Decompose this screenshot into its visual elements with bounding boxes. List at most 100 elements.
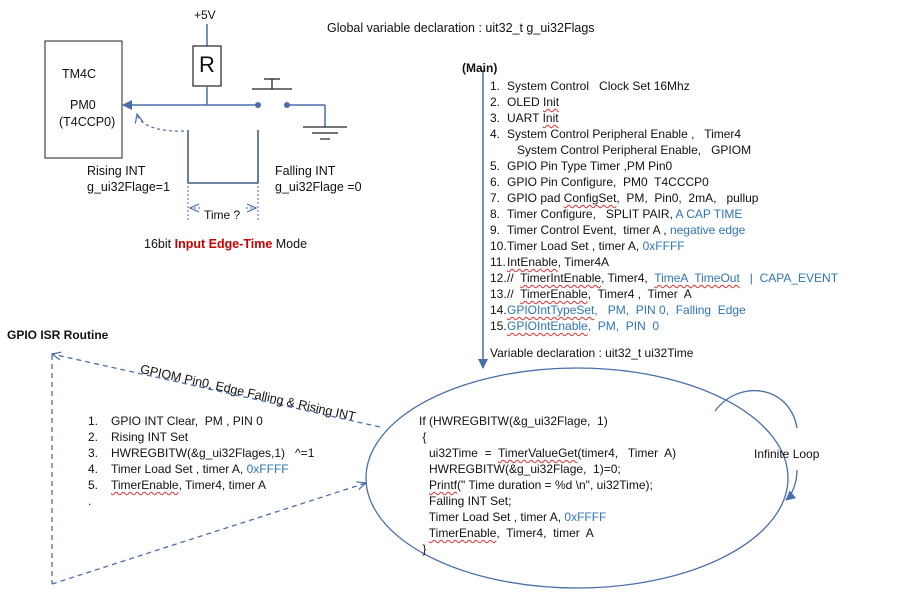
supply-label: +5V [194,8,216,22]
infinite-loop-label: Infinite Loop [754,447,820,461]
falling-flag-label: g_ui32Flage =0 [275,180,362,194]
text-segment: , Timer4, timer A [496,526,594,540]
isr-trailing-dot: . [88,494,92,508]
step-number: 2. [88,430,99,444]
isr-title: GPIO ISR Routine [7,328,109,342]
code-line: } [419,541,676,557]
text-segment: Printf [429,478,458,492]
list-item: 2.OLED Init [490,94,838,110]
code-line: Printf(" Time duration = %d \n", ui32Tim… [419,477,676,493]
resistor-label: R [199,52,215,77]
text-segment: TimerEnable [520,287,588,301]
text-segment: (timer4, Timer A) [577,446,677,460]
text-segment: } [419,542,427,556]
main-title: (Main) [462,61,498,75]
text-segment: GPIO INT Clear, PM , PIN 0 [111,414,263,428]
text-segment: System Control Clock Set 16Mhz [507,79,690,93]
text-segment: // [507,271,521,285]
text-segment: TimerEnable [428,526,497,540]
list-item: 2.Rising INT Set [88,429,314,445]
list-item: 6.GPIO Pin Configure, PM0 T4CCCP0 [490,174,838,190]
text-segment: ConfigSet [563,191,617,205]
list-item: 14.GPIOIntTypeSet, PM, PIN 0, Falling Ed… [490,302,838,318]
list-item: 11.IntEnable, Timer4A [490,254,838,270]
text-segment: Timer Load Set , timer A, [419,510,565,524]
mcu-box [44,40,123,159]
text-segment: , PM, PIN 0, Falling Edge [594,303,746,317]
list-item: 5.TimerEnable, Timer4, timer A [88,477,314,493]
list-item: 13.// TimerEnable, Timer4 , Timer A [490,286,838,302]
text-segment: HWREGBITW(&g_ui32Flage, 1)=0; [419,462,621,476]
step-number: 9. [490,223,501,237]
step-number: 8. [490,207,501,221]
step-number: 5. [88,478,99,492]
infinite-loop-return [785,469,798,501]
mcu-pin: PM0 [70,98,96,112]
text-segment: Timer Control Event, timer A , [507,223,670,237]
rising-flag-label: g_ui32Flage=1 [87,180,171,194]
text-segment: TimerValueGet [498,446,578,460]
text-segment [419,478,429,492]
text-segment: { [419,430,427,444]
step-number: 6. [490,175,501,189]
time-label: Time ? [204,208,241,222]
text-segment: Timer Load Set , timer A, [111,462,247,476]
list-item: 9. Timer Control Event, timer A , negativ… [490,222,838,238]
text-segment: TimerIntEnable [520,271,602,285]
step-number: 4. [88,462,99,476]
text-segment: 0xFFFF [246,462,289,476]
text-segment: ui32Time = [419,446,499,460]
code-line: ui32Time = TimerValueGet(timer4, Timer A… [419,445,676,461]
list-item: 3.HWREGBITW(&g_ui32Flages,1) ^=1 [88,445,314,461]
text-segment: UART [507,111,543,125]
text-segment: A CAP TIME [675,207,743,221]
infinite-loop-arc [714,389,798,429]
variable-declaration: Variable declaration : uit32_t ui32Time [490,346,694,360]
step-number: 11. [490,255,506,269]
step-number: 2. [490,95,501,109]
code-line: Timer Load Set , timer A, 0xFFFF [419,509,676,525]
step-number: 13. [490,287,507,301]
list-item: 12.// TimerIntEnable, Timer4, TimeA Time… [490,270,838,286]
step-number: 14. [490,303,507,317]
mcu-pin-function: (T4CCP0) [59,115,116,129]
text-segment: System Control Peripheral Enable , Timer… [507,127,742,141]
step-number: 15. [490,319,507,333]
text-segment: GPIOIntEnable [507,319,588,333]
code-line: { [419,429,676,445]
text-segment: Init [542,111,559,125]
text-segment: , PM, Pin0, 2mA, pullup [616,191,759,205]
switch-contact-right [284,102,290,108]
text-segment: System Control Peripheral Enable, GPIOM [507,143,752,157]
list-item: 10.Timer Load Set , timer A, 0xFFFF [490,238,838,254]
global-declaration: Global variable declaration : uit32_t g_… [327,21,595,35]
loop-code-block: If (HWREGBITW(&g_ui32Flage, 1) { ui32Tim… [419,413,676,557]
text-segment: TimeA TimeOut [654,271,740,285]
text-segment: 0xFFFF [564,510,607,524]
list-item: 5.GPIO Pin Type Timer ,PM Pin0 [490,158,838,174]
step-number: 7. [490,191,501,205]
text-segment: // [507,287,521,301]
text-segment [419,526,429,540]
text-segment: Timer Load Set , timer A, [507,239,643,253]
list-item: 4. Timer Load Set , timer A, 0xFFFF [88,461,314,477]
resistor-box [192,45,222,87]
list-item: 15.GPIOIntEnable, PM, PIN 0 [490,318,838,334]
mode-caption: 16bit Input Edge-Time Mode [144,237,308,251]
text-segment: GPIO pad [507,191,564,205]
list-item: 1.System Control Clock Set 16Mhz [490,78,838,94]
pulse-waveform [187,130,259,184]
text-segment: , PM, PIN 0 [587,319,660,333]
mcu-name: TM4C [62,67,97,81]
list-item: 3. UART Init [490,110,838,126]
text-segment: IntEnable [507,255,558,269]
switch-contact-left [255,102,261,108]
step-number: 1. [88,414,99,428]
text-segment: negative edge [669,223,746,237]
text-segment: , Timer4A [557,255,610,269]
step-number: 12. [490,271,507,285]
step-number: 3. [490,111,501,125]
rising-int-label: Rising INT [87,164,146,178]
